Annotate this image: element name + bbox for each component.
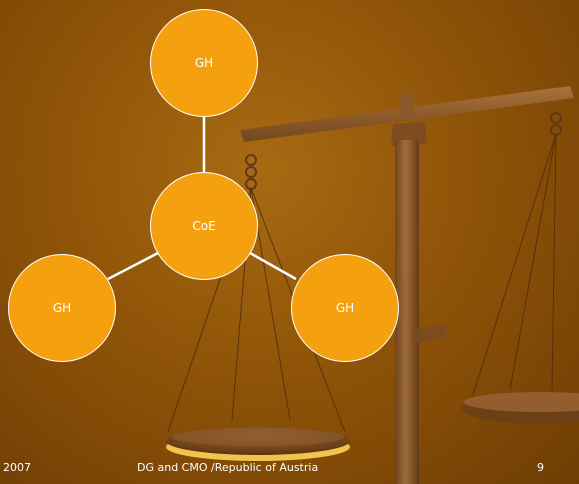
node-left-label: GH	[52, 301, 72, 315]
connector-left	[107, 251, 159, 281]
node-left-gh: GH	[8, 254, 116, 362]
connector-right	[249, 251, 297, 281]
footer-center-text: DG and CMO /Republic of Austria	[137, 461, 319, 474]
footer-year: 2007	[3, 461, 31, 474]
node-center-coe: CoE	[150, 172, 258, 280]
node-right-label: GH	[335, 301, 355, 315]
page-number: 9	[537, 461, 544, 474]
node-center-label: CoE	[192, 219, 216, 233]
node-right-gh: GH	[291, 254, 399, 362]
node-top-label: GH	[194, 56, 214, 70]
connector-lines	[107, 117, 297, 281]
node-top-gh: GH	[150, 9, 258, 117]
